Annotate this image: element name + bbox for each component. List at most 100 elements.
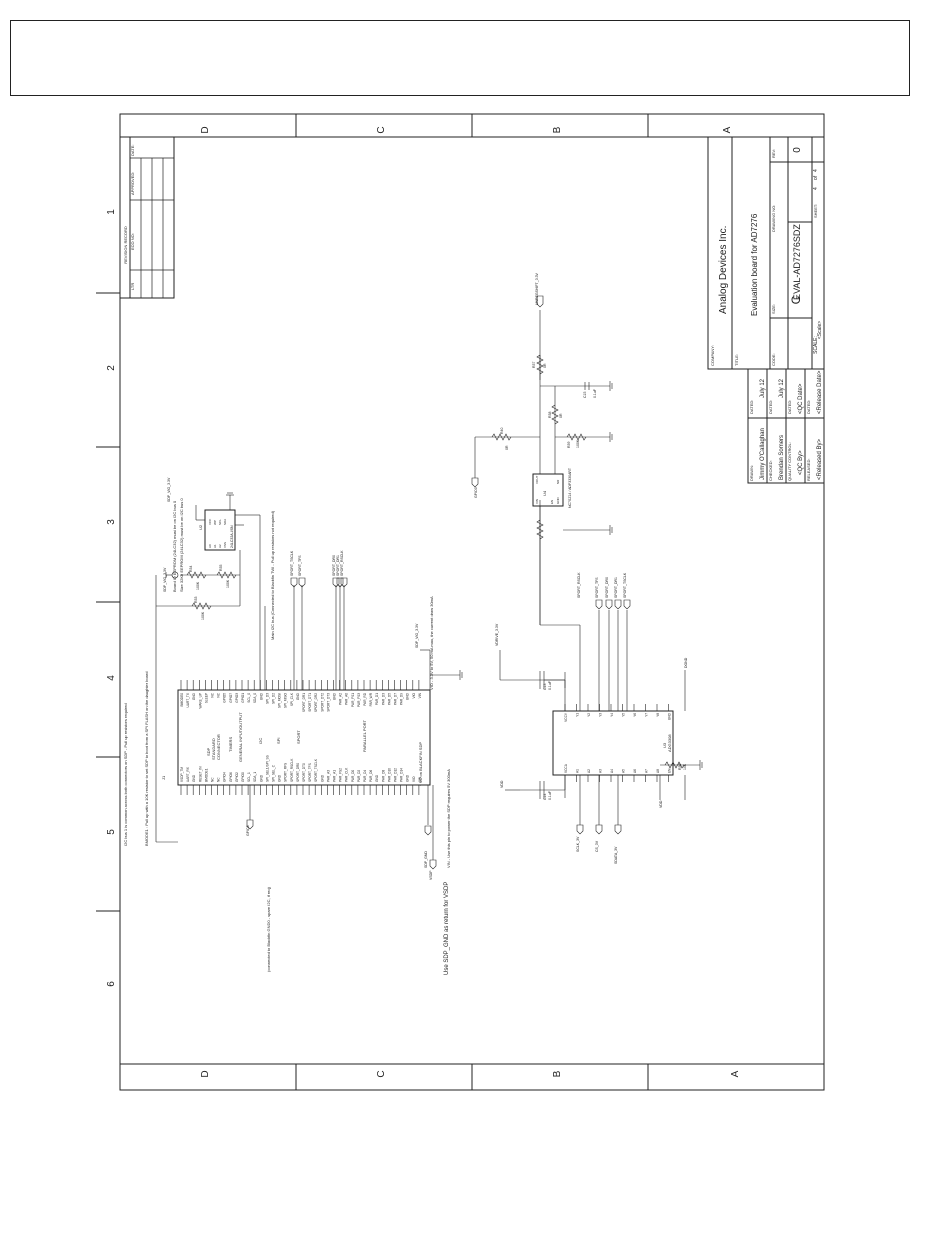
connector-right-pin-22: SPORT_DR2 [314, 693, 318, 712]
checked-date: July 12 [779, 378, 785, 398]
zone-bottom-b: B [552, 1070, 563, 1077]
net-dr0: SPORT_DR0 [332, 555, 336, 576]
connector-right-pin-21: SPORT_DT1 [308, 693, 312, 712]
note-eeprom-1: Board ID EEPROM (24LC32) must be on I2C … [172, 500, 177, 592]
net-sdata: SDATA_3V [614, 846, 618, 864]
rev-header: REVISION RECORD [123, 226, 128, 264]
section-gpio: GENERAL INPUT/OUTPUT [238, 712, 243, 762]
connector-right-pin-36: PAR_D9 [400, 693, 404, 705]
connector-right-pin-9: GPIO3 [235, 693, 239, 703]
connector-right-pin-31: PAR_WR [369, 692, 373, 706]
u3-ref: U3 [662, 742, 667, 748]
rev-approved: APPROVED: [130, 172, 135, 195]
sport-nets [246, 577, 463, 870]
connector-right-pin-26: PAR_A2 [339, 693, 343, 705]
net-u3-rsclk: SPORT_RSCLK [577, 572, 581, 598]
qc-label: QUALITY CONTROL: [787, 442, 792, 481]
net-tsclk: SPORT_TSCLK [290, 550, 294, 576]
u3-y-pin-8: Y8 [656, 713, 660, 717]
qc-dated-label: DATED: [787, 400, 792, 414]
connector-left-pin-22: SPORT_TSCLK [314, 758, 318, 782]
eeprom-pn: 24LC32A-I/SN [230, 525, 234, 548]
sheet-value: 4 [813, 187, 819, 190]
connector-left-pin-38: VIO [412, 776, 416, 782]
drawn-label: DRAWN: [749, 465, 754, 481]
connector-right-pin-14: SPI_D3 [265, 693, 269, 704]
connector-right-pin-1: UART_TX [186, 692, 190, 707]
u4-ref: U4 [542, 490, 547, 496]
connector-right-pin-18: SPI_CLK [290, 692, 294, 706]
r40-label: R40 [500, 428, 504, 434]
connector-left-pin-33: PAR_D8 [381, 770, 385, 782]
section-i2c: I2C [258, 738, 263, 744]
title-label: TITLE: [734, 354, 739, 366]
qc-date: <QC Date> [798, 383, 804, 414]
connector-right-pin-12: SDA_0 [253, 693, 257, 703]
checked-dated-label: DATED: [768, 400, 773, 414]
zone-left-5: 5 [106, 829, 117, 835]
r33-value: 100K [201, 611, 205, 620]
r36-value: 10K [683, 763, 687, 770]
net-unregshift: UNREGSHIFT_3.3V [535, 272, 539, 305]
u3-pn: ADG3308 [667, 734, 672, 752]
rev-ltr: LTR [130, 283, 135, 290]
connector-right-pin-35: PAR_D7 [394, 693, 398, 705]
connector-left-pin-6: NC [217, 777, 221, 782]
note-vsdp: Use SDP_GND as return for VSDP [444, 882, 450, 975]
eeprom-pin-scl: SCL [218, 519, 222, 525]
net-u3-dr0: SPORT_DR0 [605, 577, 609, 598]
code-label: CODE: [771, 353, 776, 366]
connector-name-3: CONNECTOR [216, 734, 221, 760]
drawn-date: July 12 [760, 378, 766, 398]
connector-left-pin-34: PAR_D10 [387, 768, 391, 782]
connector-right-pin-19: GND [296, 692, 300, 700]
connector-left-pin-11: SCL_1 [247, 772, 251, 782]
note-i2c: I2C bus 1 is common across both connecto… [123, 703, 128, 846]
zone-left-3: 3 [106, 519, 117, 525]
connector-left-pin-12: SDA_1 [253, 772, 257, 782]
connector-left-pin-0: VSDP_TM [180, 767, 184, 782]
c14-label: C14 [543, 794, 547, 800]
u3-y-pin-4: Y4 [610, 713, 614, 717]
connector-left-pin-17: SPORT_RFS [284, 763, 288, 782]
u3-y-pin-6: Y6 [633, 713, 637, 717]
eeprom-pin-vss: VSS [223, 542, 227, 548]
connector-right-pin-6: NC [217, 692, 221, 697]
connector-right-pin-33: PAR_D3 [381, 693, 385, 705]
sdp-connector: J1 SDP STANDARD CONNECTOR TIMERS GENERAL… [161, 680, 431, 795]
net-gpio0: GPIO0 [474, 487, 478, 498]
net-sdp-vio-a: SDP_VIO_3.3V [163, 567, 167, 592]
rev-eco: ECO NO: [130, 233, 135, 250]
connector-left-pin-28: PAR_D0 [351, 770, 355, 782]
eeprom-pin-wp: WP [213, 520, 217, 525]
connector-right-pin-13: GND [259, 692, 263, 700]
connector-right-pin-27: PAR_A0 [345, 693, 349, 705]
u3-y-pin-7: Y7 [645, 713, 649, 717]
connector-right-pin-15: SPI_D2 [272, 693, 276, 704]
r35-label: R35 [219, 565, 223, 571]
r36-label: R36 [678, 764, 682, 770]
u4-pin-4: EN [550, 500, 554, 504]
net-rsclk: SPORT_RSCLK [340, 550, 344, 576]
u3-a-pin-1: A1 [576, 769, 580, 773]
connector-left-pin-16: GND [278, 774, 282, 782]
r34-label: R34 [189, 566, 193, 572]
connector-left-pin-7: GPIO4 [223, 772, 227, 782]
connector-right-pin-25: GND [333, 692, 337, 700]
eeprom-pin-vcc: VCC [208, 518, 212, 525]
net-vsdp: VSDP [429, 870, 433, 880]
r37-value: 0R [543, 363, 547, 368]
r34-value: 100K [196, 581, 200, 590]
drawing-no-label: DRAWING NO: [771, 205, 776, 232]
zone-left-4: 4 [106, 675, 117, 681]
c15-label: C15 [583, 392, 587, 398]
drawn-dated-label: DATED: [749, 400, 754, 414]
u3-a-pin-4: A4 [610, 769, 614, 773]
connector-right-pin-3: WAKE_UP [198, 693, 202, 708]
connector-right-pin-30: PAR_RD [363, 692, 367, 705]
connector-right-pin-10: GPIO1 [241, 693, 245, 703]
of-value: 4 [813, 169, 819, 172]
connector-right-pin-4: SLEEP [204, 693, 208, 703]
connector-name-2: STANDARD [211, 738, 216, 760]
connector-left-pin-5: NC [211, 777, 215, 782]
